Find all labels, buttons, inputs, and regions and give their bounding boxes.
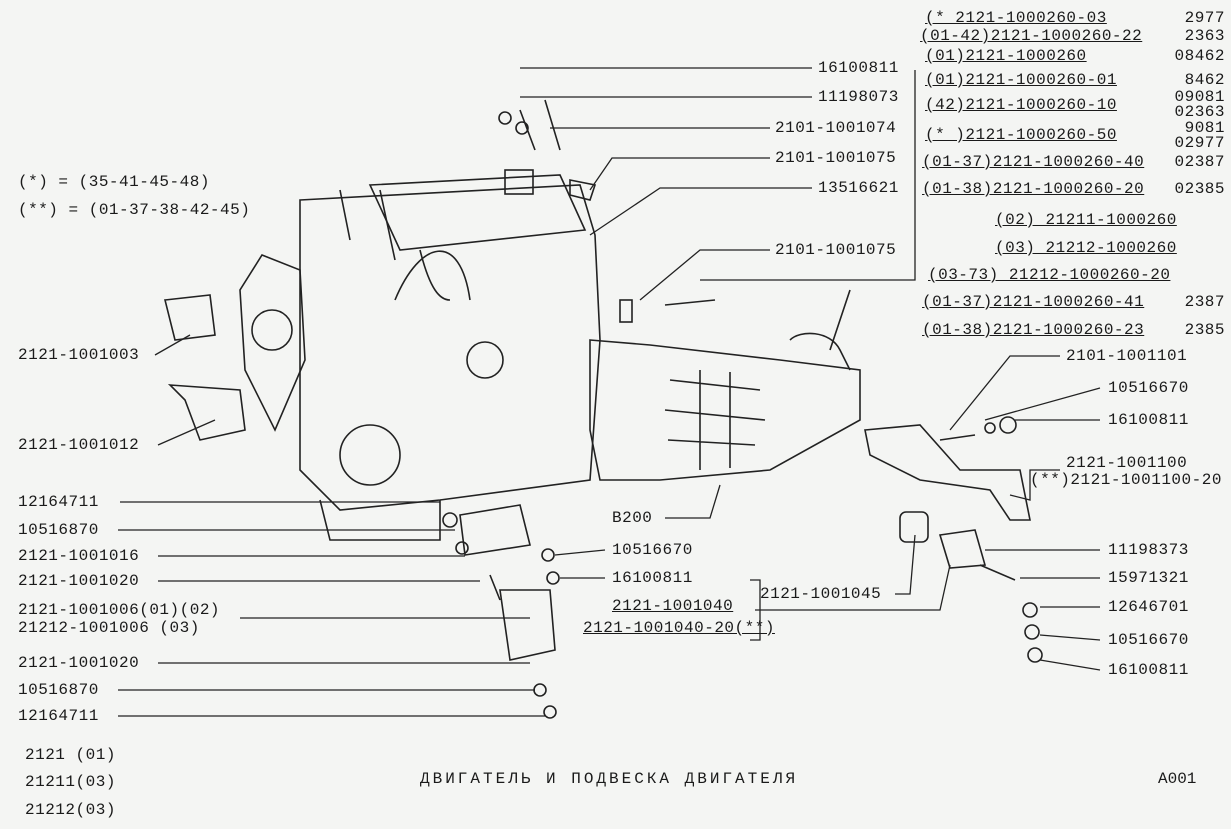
part-number-label: B200 (612, 509, 653, 527)
engine-variant-number: 2363 (1184, 27, 1225, 45)
part-number-label: 16100811 (1108, 411, 1189, 429)
cooling-fan (239, 254, 306, 432)
engine-variant-number: 02385 (1174, 180, 1225, 198)
engine-variant-number: 2977 (1184, 9, 1225, 27)
engine-variant-code: (03) 21212-1000260 (995, 239, 1177, 257)
part-number-label: 2121-1001003 (18, 346, 140, 364)
part-number-label: 10516670 (1108, 631, 1189, 649)
engine-variant-number: 2385 (1184, 321, 1225, 339)
engine-block (299, 169, 601, 541)
part-number-label: 2121-1001020 (18, 654, 140, 672)
part-number-label: 12164711 (18, 493, 99, 511)
part-number-label: 2121-1001006(01)(02) (18, 601, 221, 619)
part-number-label: 2101-1001075 (775, 149, 897, 167)
part-number-label: 15971321 (1108, 569, 1189, 587)
part-number-label: 16100811 (1108, 661, 1189, 679)
legend-note: (*) = (35-41-45-48) (18, 173, 210, 191)
engine-variant-number: 09081 02363 (1174, 88, 1225, 121)
part-number-label: 21212-1001006 (03) (18, 619, 200, 637)
mount-brackets (164, 99, 1031, 661)
engine-variant-code: (01)2121-1000260-01 (925, 71, 1117, 89)
part-number-label: 13516621 (818, 179, 899, 197)
part-number-label: 10516870 (18, 681, 99, 699)
part-number-label: 11198073 (818, 88, 899, 106)
engine-variant-code: (01-42)2121-1000260-22 (920, 27, 1143, 45)
engine-variant-code: (03-73) 21212-1000260-20 (928, 266, 1171, 284)
engine-variant-code: (01-37)2121-1000260-40 (922, 153, 1145, 171)
part-number-label: 10516670 (1108, 379, 1189, 397)
part-number-label: 11198373 (1108, 541, 1189, 559)
gearbox (589, 289, 861, 481)
model-label: 2121 (01) (25, 746, 116, 764)
part-number-label: 2101-1001101 (1066, 347, 1188, 365)
part-number-label: 2101-1001075 (775, 241, 897, 259)
engine-variant-code: (01-38)2121-1000260-20 (922, 180, 1145, 198)
part-number-label: 2101-1001074 (775, 119, 897, 137)
engine-variant-code: (01)2121-1000260 (925, 47, 1087, 65)
part-number-label: 2121-1001100 (1066, 454, 1188, 472)
engine-variant-number: 02387 (1174, 153, 1225, 171)
part-number-label: 12646701 (1108, 598, 1189, 616)
sheet-number: A001 (1158, 770, 1197, 788)
engine-variant-code: (01-37)2121-1000260-41 (922, 293, 1145, 311)
part-number-label: 16100811 (612, 569, 693, 587)
part-number-label: 2121-1001040 (612, 597, 734, 615)
part-number-label: (**)2121-1001100-20 (1030, 471, 1222, 489)
engine-variant-code: (* 2121-1000260-03 (925, 9, 1107, 27)
washers-nuts (442, 111, 1043, 719)
engine-variant-number: 8462 (1184, 71, 1225, 89)
part-number-label: 2121-1001012 (18, 436, 140, 454)
model-label: 21211(03) (25, 773, 116, 791)
engine-variant-code: (42)2121-1000260-10 (925, 96, 1117, 114)
oil-filter (339, 424, 401, 486)
engine-variant-code: (* )2121-1000260-50 (925, 126, 1117, 144)
part-number-label: 2121-1001020 (18, 572, 140, 590)
engine-variant-number: 9081 02977 (1174, 119, 1225, 152)
part-number-label: 2121-1001045 (760, 585, 882, 603)
drawing-title: ДВИГАТЕЛЬ И ПОДВЕСКА ДВИГАТЕЛЯ (420, 770, 799, 788)
part-number-label: 10516870 (18, 521, 99, 539)
part-number-label: 16100811 (818, 59, 899, 77)
model-label: 21212(03) (25, 801, 116, 819)
leader-lines (118, 67, 1101, 717)
legend-note: (**) = (01-37-38-42-45) (18, 201, 251, 219)
engine-variant-number: 08462 (1174, 47, 1225, 65)
part-number-label: 2121-1001016 (18, 547, 140, 565)
engine-variant-code: (02) 21211-1000260 (995, 211, 1177, 229)
engine-variant-number: 2387 (1184, 293, 1225, 311)
engine-variant-code: (01-38)2121-1000260-23 (922, 321, 1145, 339)
part-number-label: 10516670 (612, 541, 693, 559)
part-number-label: 2121-1001040-20(**) (583, 619, 775, 637)
part-number-label: 12164711 (18, 707, 99, 725)
